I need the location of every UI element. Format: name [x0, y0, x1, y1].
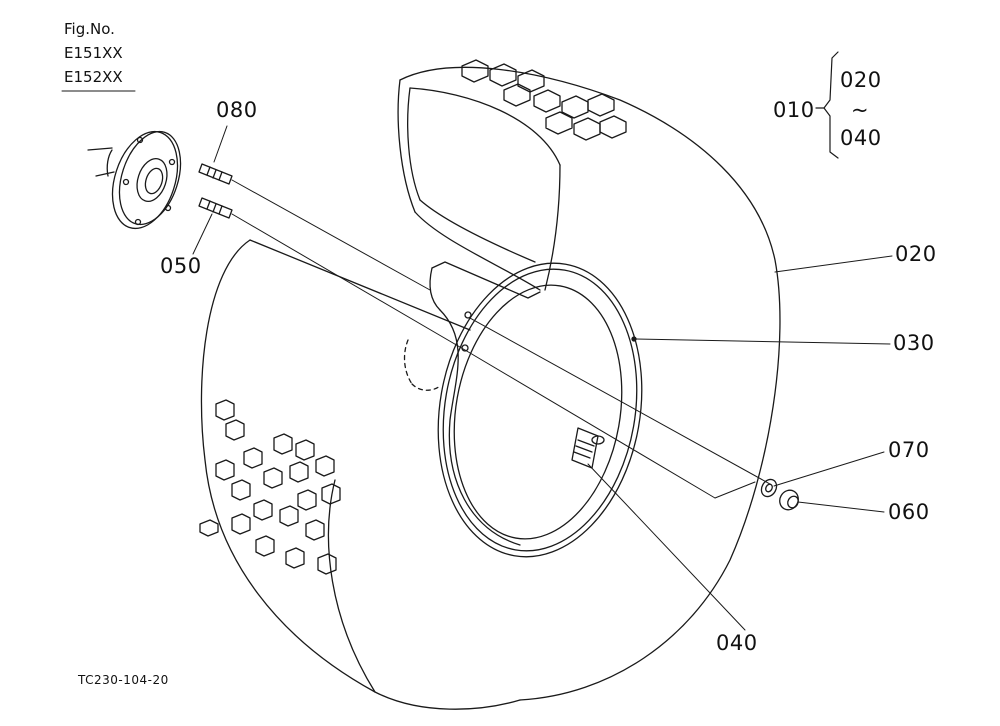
- part-label-030: 030: [893, 331, 935, 355]
- washer-and-nut: [760, 478, 799, 511]
- part-label-060: 060: [888, 500, 930, 524]
- assembly-range-sep: ~: [851, 98, 870, 122]
- valve: [571, 427, 605, 469]
- hub-flange: [87, 130, 182, 230]
- part-label-080: 080: [216, 98, 258, 122]
- part-label-020: 020: [895, 242, 937, 266]
- part-label-040: 040: [716, 631, 758, 655]
- assembly-bracket: [815, 51, 839, 159]
- explode-lines: [231, 179, 771, 499]
- assembly-range-from: 020: [840, 68, 882, 92]
- assembly-number: 010: [773, 98, 815, 122]
- part-label-070: 070: [888, 438, 930, 462]
- fig-number-2: E152XX: [64, 68, 123, 86]
- rim: [403, 261, 643, 558]
- drawing-code: TC230-104-20: [78, 673, 169, 687]
- tire: [200, 66, 781, 710]
- stud-bolts: [198, 163, 233, 219]
- fig-no-label: Fig.No.: [64, 20, 115, 38]
- tread-blocks-upper: [461, 59, 627, 141]
- fig-number-1: E151XX: [64, 44, 123, 62]
- leader-lines: [61, 90, 893, 631]
- assembly-range-to: 040: [840, 126, 882, 150]
- part-label-050: 050: [160, 254, 202, 278]
- tread-blocks-lower: [199, 399, 341, 575]
